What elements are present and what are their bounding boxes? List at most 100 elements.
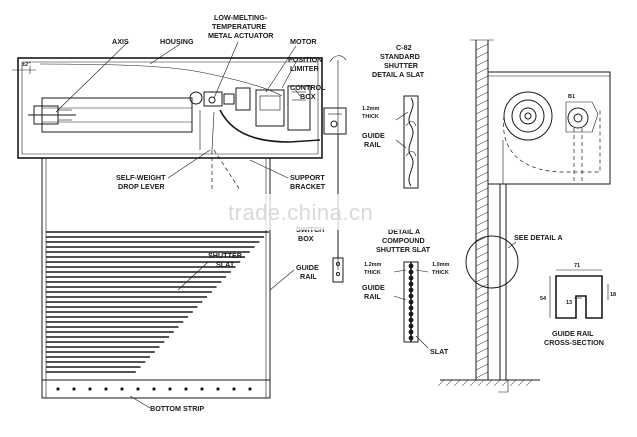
marker-b1: B1 — [568, 94, 575, 100]
label-slat-2: SLAT — [216, 260, 235, 269]
compound-title-3: SHUTTER SLAT — [376, 245, 431, 254]
hatch-line — [475, 99, 489, 107]
label-actuator-2: TEMPERATURE — [212, 22, 266, 31]
ground-hatch-line — [453, 379, 461, 387]
ground-hatch-line — [461, 379, 469, 387]
hatch-line — [475, 67, 489, 75]
hatch-line — [475, 315, 489, 323]
ground-hatch-line — [437, 379, 445, 387]
slat-bead — [408, 275, 414, 281]
shutter-curtain — [41, 157, 271, 399]
strip-hole — [104, 387, 108, 391]
slat-bead — [408, 269, 414, 275]
housing-box — [17, 57, 323, 159]
ground-hatch-line — [525, 379, 533, 387]
standard-guide-2: RAIL — [364, 140, 381, 149]
dim-inner: 13 — [566, 300, 572, 306]
compound-slat-beads — [408, 263, 414, 341]
hatch-line — [475, 283, 489, 291]
slat-bead — [408, 311, 414, 317]
hatch-line — [475, 259, 489, 267]
label-switch-2: BOX — [298, 234, 314, 243]
strip-hole — [232, 387, 236, 391]
ground-hatch-line — [517, 379, 525, 387]
hatch-line — [475, 179, 489, 187]
standard-thick-2: THICK — [362, 114, 379, 120]
hatch-line — [475, 59, 489, 67]
strip-hole — [136, 387, 140, 391]
label-drop-2: DROP LEVER — [118, 182, 165, 191]
strip-hole — [88, 387, 92, 391]
standard-title-2: STANDARD — [380, 52, 420, 61]
compound-thick-b2: THICK — [432, 270, 449, 276]
label-housing: HOUSING — [160, 37, 194, 46]
detail-standard-slat — [395, 95, 419, 189]
standard-thick-1: 1.2mm — [362, 106, 380, 112]
hatch-line — [475, 83, 489, 91]
compound-thick-b1: 1.0mm — [432, 262, 450, 268]
slat-bead — [408, 287, 414, 293]
hatch-line — [475, 251, 489, 259]
label-axis: AXIS — [112, 37, 129, 46]
slat-bead — [408, 317, 414, 323]
standard-guide-1: GUIDE — [362, 131, 385, 140]
hatch-line — [475, 203, 489, 211]
strip-hole — [248, 387, 252, 391]
dimension-label: ±2" — [22, 62, 31, 68]
switch-box — [323, 55, 347, 283]
strip-hole — [168, 387, 172, 391]
label-motor: MOTOR — [290, 37, 317, 46]
ground-hatch-line — [501, 379, 509, 387]
slat-bead — [408, 263, 414, 269]
slat-bead — [408, 293, 414, 299]
hatch-line — [475, 91, 489, 99]
slat-bead — [408, 305, 414, 311]
strip-hole — [56, 387, 60, 391]
hatch-line — [475, 323, 489, 331]
dim-right: 18 — [610, 292, 616, 298]
hatch-line — [475, 211, 489, 219]
ground-hatch-line — [469, 379, 477, 387]
strip-hole — [152, 387, 156, 391]
hatch-line — [475, 51, 489, 59]
label-actuator-1: LOW-MELTING- — [214, 13, 268, 22]
label-control-1: CONTROL — [290, 83, 326, 92]
hatch-line — [475, 155, 489, 163]
hatch-line — [475, 163, 489, 171]
compound-title-2: COMPOUND — [382, 236, 425, 245]
ground-hatching — [437, 379, 533, 387]
label-bottom-strip: BOTTOM STRIP — [150, 404, 204, 413]
label-drop-1: SELF-WEIGHT — [116, 173, 166, 182]
hatch-line — [475, 371, 489, 379]
hatch-line — [475, 331, 489, 339]
hatch-line — [475, 131, 489, 139]
compound-slat-label: SLAT — [430, 347, 449, 356]
slat-bead — [408, 281, 414, 287]
hatch-line — [475, 195, 489, 203]
hatch-line — [475, 299, 489, 307]
slat-bead — [408, 329, 414, 335]
compound-guide-1: GUIDE — [362, 283, 385, 292]
hatch-line — [475, 291, 489, 299]
hatch-line — [475, 43, 489, 51]
hatch-line — [475, 219, 489, 227]
compound-thick-a1: 1.2mm — [364, 262, 382, 268]
slat-bead — [408, 323, 414, 329]
side-view-wall — [437, 39, 611, 393]
label-actuator-3: METAL ACTUATOR — [208, 31, 274, 40]
shutter-slat-lines — [46, 231, 269, 373]
label-control-2: BOX — [300, 92, 316, 101]
slat-bead — [408, 335, 414, 341]
hatch-line — [475, 107, 489, 115]
hatch-line — [475, 307, 489, 315]
ground-hatch-line — [477, 379, 485, 387]
ground-hatch-line — [509, 379, 517, 387]
ground-hatch-line — [445, 379, 453, 387]
label-guide-1: GUIDE — [296, 263, 319, 272]
watermark-text: trade.china.cn — [228, 200, 373, 225]
ground-hatch-line — [485, 379, 493, 387]
label-limiter-2: LIMITER — [290, 64, 320, 73]
label-guide-2: RAIL — [300, 272, 317, 281]
hatch-line — [475, 123, 489, 131]
compound-guide-2: RAIL — [364, 292, 381, 301]
